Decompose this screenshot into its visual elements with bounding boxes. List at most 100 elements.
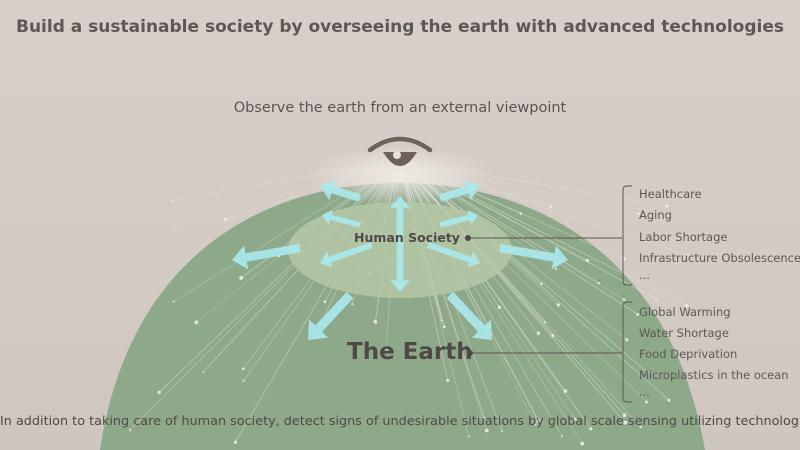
observation-ray (174, 159, 401, 228)
sensing-dot (501, 430, 504, 433)
earth-issue: Water Shortage (639, 326, 729, 340)
observation-ray (399, 159, 599, 284)
sensing-dot (555, 267, 558, 270)
sensing-dot (639, 425, 642, 429)
sensing-arrow (320, 242, 373, 268)
observation-ray (399, 159, 640, 215)
main-title: Build a sustainable society by overseein… (15, 17, 785, 37)
sensing-dot (484, 428, 489, 433)
sensing-dot (323, 300, 327, 304)
sensing-arrow (427, 242, 480, 268)
sensing-dot (467, 435, 470, 438)
sensing-dot (384, 346, 388, 351)
sensing-dot (665, 204, 669, 208)
sensing-arrow (232, 243, 301, 270)
sensing-dot (171, 199, 174, 202)
sensing-dot (536, 419, 541, 424)
sensing-dot (233, 440, 238, 444)
observation-ray (399, 159, 626, 423)
sensing-dot (684, 303, 689, 308)
sensing-dot (573, 417, 577, 422)
sensing-arrow (308, 291, 354, 340)
sensing-dot (589, 427, 593, 431)
sensing-arrow (439, 209, 478, 228)
earth-connector (467, 350, 622, 356)
observation-ray (399, 159, 625, 300)
observation-ray (399, 159, 638, 315)
observation-ray (399, 159, 687, 306)
eye-glow (305, 145, 495, 205)
sensing-arrow (499, 243, 568, 270)
earth-issue: Food Deprivation (639, 347, 738, 361)
earth-issues-bracket (622, 301, 632, 403)
earth-issue: Microplastics in the ocean (639, 368, 789, 382)
sensing-dot (655, 298, 658, 301)
sensing-dot (497, 305, 502, 310)
sensing-dot (351, 303, 354, 306)
sensing-dot (560, 435, 564, 438)
sensing-dot (549, 205, 552, 208)
sensing-dot (625, 338, 629, 342)
sensing-dot (174, 226, 176, 228)
sensing-arrow (320, 179, 362, 202)
sensing-arrow (390, 255, 410, 292)
society-issue: Infrastructure Obsolescence (639, 251, 800, 265)
sensing-arrow (438, 179, 480, 202)
observation-ray (159, 159, 401, 393)
observation-ray (225, 159, 401, 220)
observation-ray (399, 159, 576, 420)
earth-issue: ... (639, 385, 650, 399)
sensing-dot (667, 398, 671, 402)
sensing-dot (622, 298, 626, 301)
sensing-dot (637, 212, 641, 215)
earth-globe (100, 183, 705, 450)
sensing-dot (686, 254, 689, 256)
sensing-dot (540, 282, 543, 286)
sensing-dot (597, 281, 600, 285)
sensing-dot (194, 320, 199, 325)
sensing-dot (580, 441, 585, 446)
earth-issue: Global Warming (639, 305, 731, 319)
society-issues-bracket (622, 185, 632, 286)
observation-ray (399, 159, 551, 207)
eye-icon (367, 136, 433, 166)
subtitle: Observe the earth from an external viewp… (233, 100, 567, 116)
society-issue: ... (639, 268, 650, 282)
sensing-dot (373, 319, 378, 324)
observation-ray (399, 159, 688, 256)
observation-ray (399, 159, 668, 207)
earth-label: The Earth (347, 339, 473, 365)
sensing-arrow (322, 209, 361, 228)
sensing-dot (645, 400, 648, 404)
society-issue: Labor Shortage (639, 230, 728, 244)
observation-ray (172, 159, 401, 201)
sensing-dot (172, 300, 175, 303)
society-issue: Aging (639, 208, 672, 222)
sensing-dot (556, 303, 560, 307)
society-issue: Healthcare (639, 187, 702, 201)
sensing-arrow (390, 196, 410, 255)
sensing-dot (443, 325, 446, 328)
sensing-arrows (232, 179, 568, 340)
sensing-dot (128, 429, 132, 432)
observation-ray (399, 159, 625, 416)
sensing-dot (202, 371, 205, 373)
society-connector (465, 235, 622, 241)
sensing-dot (157, 390, 161, 395)
sensing-dot (563, 389, 568, 393)
sensing-dot (534, 423, 537, 426)
sensing-dot (543, 321, 547, 324)
sensing-dot (622, 413, 627, 418)
observation-ray (129, 159, 401, 431)
sensing-dot (636, 312, 640, 317)
sensing-dot (446, 378, 450, 382)
sensing-dot (483, 416, 486, 420)
sensing-dot (645, 370, 649, 374)
human-society-label: Human Society (354, 230, 460, 245)
sensing-dot (440, 319, 443, 322)
sensing-arrow (446, 291, 492, 340)
sensing-dot (242, 379, 245, 382)
observation-ray (399, 159, 625, 260)
observation-ray (399, 159, 657, 300)
